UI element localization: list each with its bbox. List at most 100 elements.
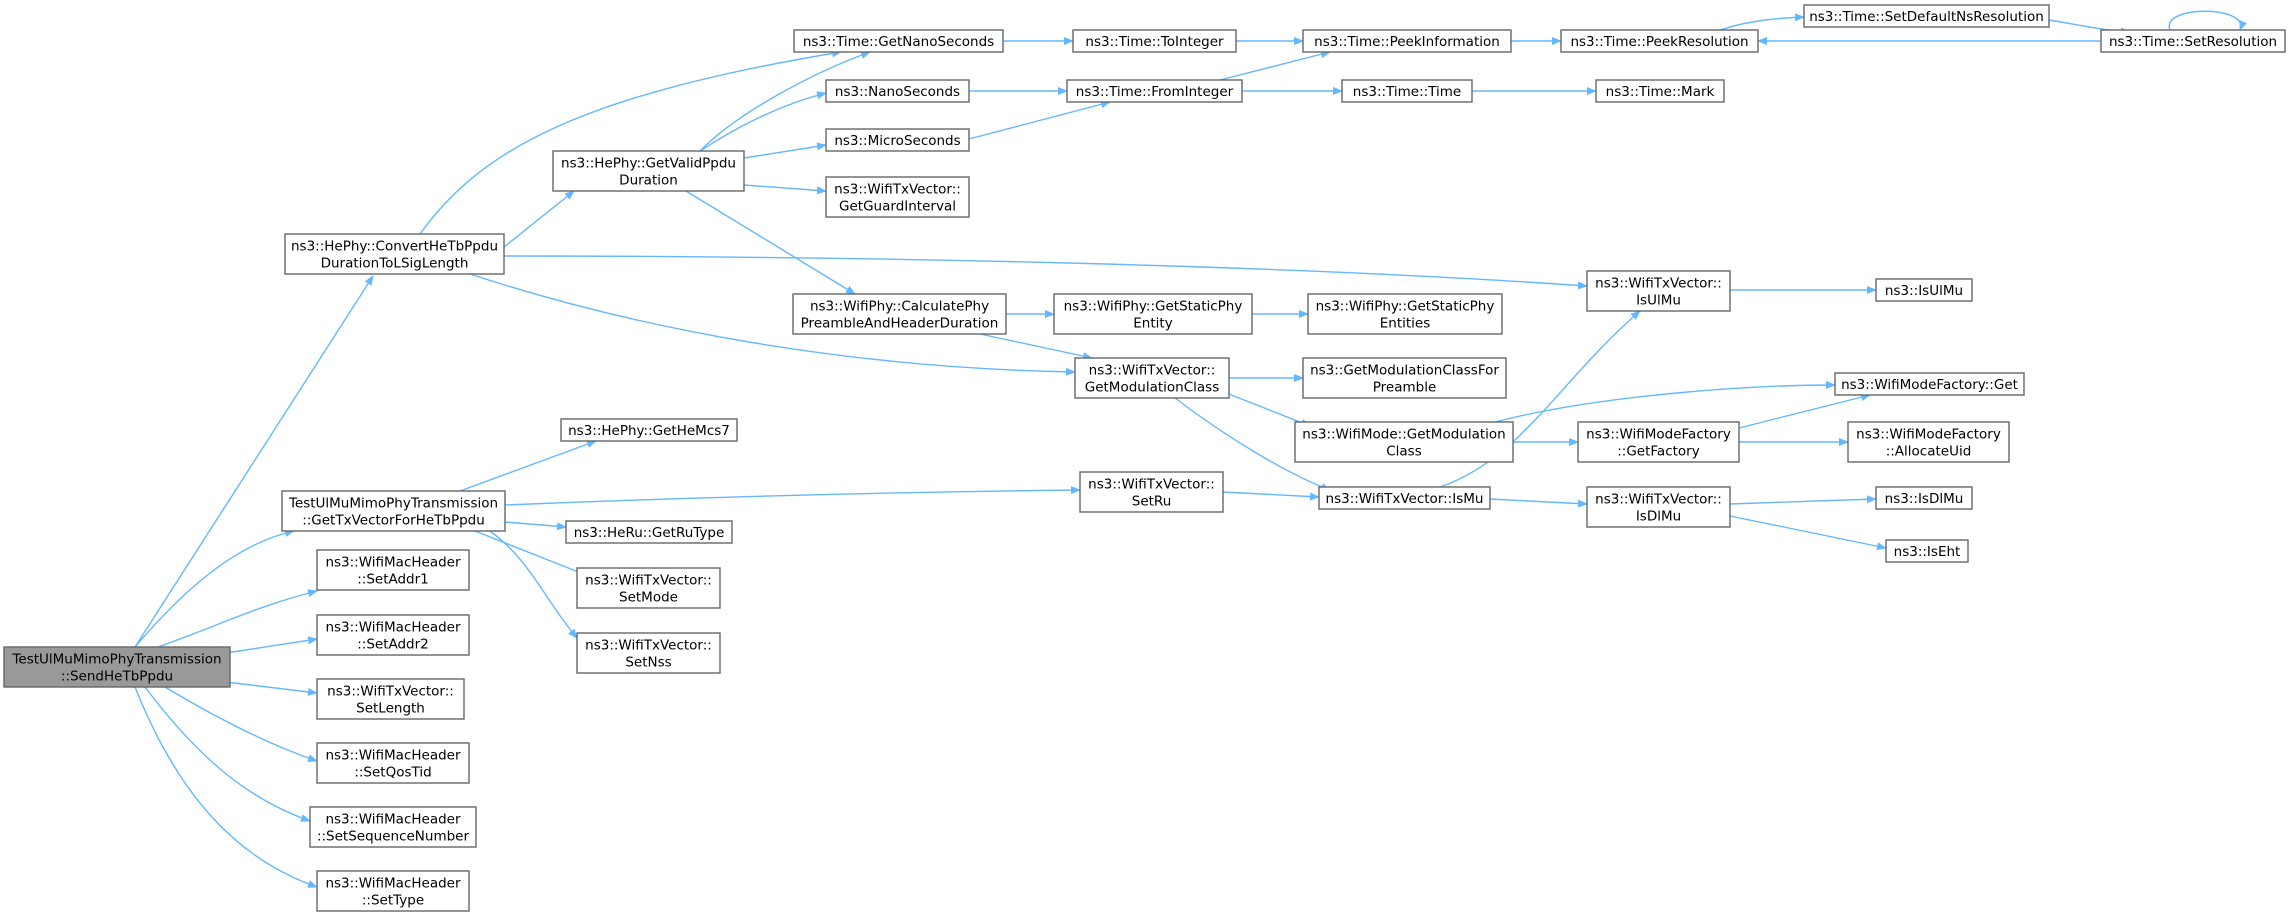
node-getGuardInterval[interactable]: ns3::WifiTxVector::GetGuardInterval: [825, 176, 970, 218]
node-box: [1066, 79, 1243, 103]
node-nanoSeconds[interactable]: ns3::NanoSeconds: [825, 79, 970, 103]
edge-root-to-setAddr2: [225, 636, 318, 654]
node-box: [1586, 486, 1731, 528]
node-setSeqNum[interactable]: ns3::WifiMacHeader::SetSequenceNumber: [309, 806, 477, 848]
node-setType[interactable]: ns3::WifiMacHeader::SetType: [316, 870, 470, 912]
node-timeTime[interactable]: ns3::Time::Time: [1341, 79, 1473, 103]
node-box: [825, 128, 970, 152]
node-wifiModeFactoryGet[interactable]: ns3::WifiModeFactory::Get: [1834, 372, 2025, 396]
node-label: ns3::WifiTxVector::: [585, 573, 712, 589]
node-label: ns3::HeRu::GetRuType: [574, 525, 725, 541]
node-fromInteger[interactable]: ns3::Time::FromInteger: [1066, 79, 1243, 103]
node-microSeconds[interactable]: ns3::MicroSeconds: [825, 128, 970, 152]
node-label: ns3::GetModulationClassFor: [1310, 363, 1499, 379]
node-setResolution[interactable]: ns3::Time::SetResolution: [2100, 29, 2286, 53]
node-label: ns3::WifiPhy::CalculatePhy: [810, 299, 989, 315]
node-label: ns3::WifiModeFactory: [1856, 427, 2001, 443]
node-getRuType[interactable]: ns3::HeRu::GetRuType: [565, 520, 733, 544]
node-setLength[interactable]: ns3::WifiTxVector::SetLength: [316, 678, 465, 720]
node-calcPreamble[interactable]: ns3::WifiPhy::CalculatePhyPreambleAndHea…: [792, 293, 1007, 335]
node-box: [1875, 486, 1973, 510]
edge-convertHeTb-to-getValidPpdu: [503, 190, 575, 248]
node-box: [316, 870, 470, 912]
node-box: [316, 614, 470, 656]
edge-root-to-setType: [134, 686, 318, 888]
node-timeMark[interactable]: ns3::Time::Mark: [1595, 79, 1725, 103]
node-label: ::AllocateUid: [1886, 444, 1972, 460]
node-toInteger[interactable]: ns3::Time::ToInteger: [1072, 29, 1237, 53]
edge-setResolution-to-setResolution: [2168, 10, 2248, 31]
node-setNss[interactable]: ns3::WifiTxVector::SetNss: [576, 632, 721, 674]
edge-convertHeTb-to-getNanoSeconds: [419, 49, 842, 235]
edge-convertHeTb-to-isUlMuTx: [503, 255, 1588, 290]
edge-getValidPpdu-to-microSeconds: [743, 142, 827, 159]
edge-wifiModeGetModClass-to-wifiModeFactoryGet: [1494, 381, 1836, 423]
node-isUlMuTx[interactable]: ns3::WifiTxVector::IsUlMu: [1586, 270, 1731, 312]
node-label: ns3::WifiTxVector::: [327, 684, 454, 700]
node-box: [1341, 79, 1473, 103]
node-label: ns3::WifiTxVector::: [1089, 363, 1216, 379]
node-setAddr1[interactable]: ns3::WifiMacHeader::SetAddr1: [316, 549, 470, 591]
node-label: ::SetAddr1: [357, 572, 429, 588]
node-getFactory[interactable]: ns3::WifiModeFactory::GetFactory: [1577, 421, 1740, 463]
edge-microSeconds-to-fromInteger: [968, 100, 1111, 140]
edge-root-to-getTxVector: [134, 529, 295, 648]
node-getHeMcs7[interactable]: ns3::HePhy::GetHeMcs7: [560, 418, 738, 442]
node-isDlMu[interactable]: ns3::IsDlMu: [1875, 486, 1973, 510]
node-convertHeTb[interactable]: ns3::HePhy::ConvertHeTbPpduDurationToLSi…: [284, 233, 505, 275]
edge-root-to-convertHeTb: [134, 275, 374, 648]
node-label: GetGuardInterval: [839, 199, 956, 215]
node-getNanoSeconds[interactable]: ns3::Time::GetNanoSeconds: [793, 29, 1004, 53]
node-isEht[interactable]: ns3::IsEht: [1885, 539, 1969, 563]
node-label: ns3::Time::FromInteger: [1076, 84, 1234, 100]
node-getTxVector[interactable]: TestUlMuMimoPhyTransmission::GetTxVector…: [281, 490, 506, 532]
node-box: [1302, 357, 1507, 399]
node-box: [552, 150, 745, 192]
node-isMu[interactable]: ns3::WifiTxVector::IsMu: [1318, 486, 1491, 510]
node-box: [1560, 29, 1759, 53]
node-label: ::GetTxVectorForHeTbPpdu: [302, 513, 485, 529]
edge-convertHeTb-to-getModClassTx: [469, 273, 1076, 376]
node-box: [560, 418, 738, 442]
node-peekInfo[interactable]: ns3::Time::PeekInformation: [1302, 29, 1512, 53]
node-box: [565, 520, 733, 544]
edge-isDlMuTx-to-isDlMu: [1729, 495, 1877, 505]
node-setQosTid[interactable]: ns3::WifiMacHeader::SetQosTid: [316, 742, 470, 784]
node-label: DurationToLSigLength: [321, 256, 469, 272]
edge-isDlMuTx-to-isEht: [1729, 515, 1887, 551]
node-label: SetMode: [619, 590, 678, 606]
node-label: IsDlMu: [1636, 509, 1681, 525]
node-label: IsUlMu: [1636, 293, 1681, 309]
node-label: ns3::IsUlMu: [1885, 283, 1963, 299]
node-label: ns3::Time::SetResolution: [2109, 34, 2277, 50]
node-peekResolution[interactable]: ns3::Time::PeekResolution: [1560, 29, 1759, 53]
node-setAddr2[interactable]: ns3::WifiMacHeader::SetAddr2: [316, 614, 470, 656]
node-wifiModeGetModClass[interactable]: ns3::WifiMode::GetModulationClass: [1294, 421, 1514, 463]
node-label: ns3::WifiMacHeader: [325, 555, 461, 571]
node-label: ns3::WifiMacHeader: [325, 876, 461, 892]
node-setDefaultNs[interactable]: ns3::Time::SetDefaultNsResolution: [1803, 4, 2050, 28]
node-box: [1302, 29, 1512, 53]
node-label: ns3::Time::Mark: [1606, 84, 1715, 100]
node-setMode[interactable]: ns3::WifiTxVector::SetMode: [576, 567, 721, 609]
node-label: TestUlMuMimoPhyTransmission: [288, 496, 498, 512]
node-getModClassTx[interactable]: ns3::WifiTxVector::GetModulationClass: [1074, 357, 1230, 399]
edge-isMu-to-isUlMuTx: [1439, 310, 1641, 488]
node-label: ns3::WifiTxVector::: [1088, 477, 1215, 493]
edge-getTxVector-to-setRu: [504, 486, 1081, 506]
node-allocateUid[interactable]: ns3::WifiModeFactory::AllocateUid: [1847, 421, 2010, 463]
node-root[interactable]: TestUlMuMimoPhyTransmission::SendHeTbPpd…: [3, 646, 231, 688]
node-label: ns3::WifiTxVector::: [1595, 492, 1722, 508]
node-label: ns3::WifiMacHeader: [325, 620, 461, 636]
node-isDlMuTx[interactable]: ns3::WifiTxVector::IsDlMu: [1586, 486, 1731, 528]
node-box: [1586, 270, 1731, 312]
node-setRu[interactable]: ns3::WifiTxVector::SetRu: [1079, 471, 1224, 513]
node-isUlMu[interactable]: ns3::IsUlMu: [1875, 278, 1973, 302]
node-box: [1079, 471, 1224, 513]
node-label: ns3::WifiModeFactory: [1586, 427, 1731, 443]
node-label: ns3::WifiTxVector::: [585, 638, 712, 654]
